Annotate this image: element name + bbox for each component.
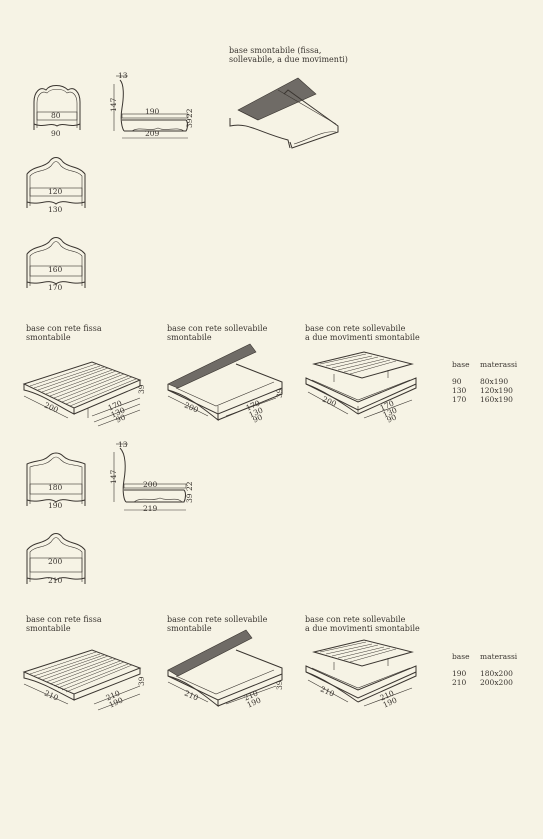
base-cell: 170: [452, 395, 467, 404]
side1-top-dim: 13: [118, 71, 128, 80]
table-row: 190 180x200: [452, 669, 517, 678]
bed-front-view-190: [26, 452, 86, 506]
mattress-table-1: base materassi 90 80x190 130 120x190 170 16…: [452, 360, 517, 404]
double-lift-base-label-2: base con rete sollevabile a due moviment…: [305, 615, 420, 633]
side2-top-dim: 13: [118, 440, 128, 449]
table-row: 210 200x200: [452, 678, 517, 687]
side2-inner-dim: 200: [143, 480, 158, 489]
mattress-table-2: base materassi 190 180x200 210 200x200: [452, 652, 517, 687]
s4-fixed-height-dim: 39: [137, 676, 146, 686]
bed-side-view-1: [113, 75, 189, 139]
fixed-base-label-2: base con rete fissa smontabile: [26, 615, 102, 633]
header-materassi: materassi: [480, 360, 518, 369]
table-header: base materassi: [452, 360, 517, 369]
side2-height-dim: 147: [109, 469, 118, 484]
side1-height-dim: 147: [109, 97, 118, 112]
bed170-outer-dim: 170: [48, 283, 63, 292]
bed210-inner-dim: 200: [48, 557, 63, 566]
double-lift-base-2: [305, 639, 417, 707]
mattress-cell: 120x190: [480, 386, 513, 395]
side2-h1-dim: 39: [185, 493, 194, 503]
base-cell: 190: [452, 669, 467, 678]
bed190-inner-dim: 180: [48, 483, 63, 492]
side2-h2-dim: 22: [185, 481, 194, 491]
double-lift-base-label: base con rete sollevabile a due moviment…: [305, 324, 420, 342]
header-base: base: [452, 652, 470, 661]
lift-base-label: base con rete sollevabile smontabile: [167, 324, 268, 342]
lift-base-drawing: [229, 77, 339, 149]
side2-outer-dim: 219: [143, 504, 158, 513]
bed90-inner-dim: 80: [51, 111, 61, 120]
s2-fixed-height-dim: 39: [137, 384, 146, 394]
bed-side-view-2: [113, 443, 187, 511]
bed-front-view-130: [26, 157, 86, 208]
base-cell: 210: [452, 678, 467, 687]
table-row: 170 160x190: [452, 395, 517, 404]
bed90-outer-dim: 90: [51, 129, 61, 138]
bed210-outer-dim: 210: [48, 576, 63, 585]
base-smontabile-label: base smontabile (fissa, sollevabile, a d…: [229, 46, 348, 64]
table-row: 90 80x190: [452, 377, 517, 386]
base-cell: 130: [452, 386, 467, 395]
mattress-cell: 200x200: [480, 678, 513, 687]
side1-outer-dim: 209: [145, 129, 160, 138]
s2-lift-height-dim: 39: [275, 388, 284, 398]
table-row: 130 120x190: [452, 386, 517, 395]
bed-front-view-90: [33, 85, 81, 130]
fixed-slatted-base-2: [22, 649, 142, 711]
mattress-cell: 160x190: [480, 395, 513, 404]
mattress-cell: 180x200: [480, 669, 513, 678]
bed130-outer-dim: 130: [48, 205, 63, 214]
bed190-outer-dim: 190: [48, 501, 63, 510]
lift-base-label-2: base con rete sollevabile smontabile: [167, 615, 268, 633]
fixed-base-label: base con rete fissa smontabile: [26, 324, 102, 342]
header-materassi: materassi: [480, 652, 518, 661]
side1-h1-dim: 39: [185, 118, 194, 128]
bed170-inner-dim: 160: [48, 265, 63, 274]
lift-slatted-base-2: [167, 629, 283, 708]
header-base: base: [452, 360, 470, 369]
base-cell: 90: [452, 377, 462, 386]
bed-front-view-170: [26, 237, 86, 288]
s4-lift-height-dim: 39: [275, 680, 284, 690]
bed-front-view-210: [26, 533, 86, 584]
fixed-slatted-base-1: [22, 361, 142, 427]
lift-slatted-base-1: [167, 343, 283, 422]
mattress-cell: 80x190: [480, 377, 509, 386]
table-header: base materassi: [452, 652, 517, 661]
double-lift-base-1: [305, 351, 417, 419]
bed130-inner-dim: 120: [48, 187, 63, 196]
side1-h2-dim: 22: [185, 108, 194, 118]
side1-inner-dim: 190: [145, 107, 160, 116]
